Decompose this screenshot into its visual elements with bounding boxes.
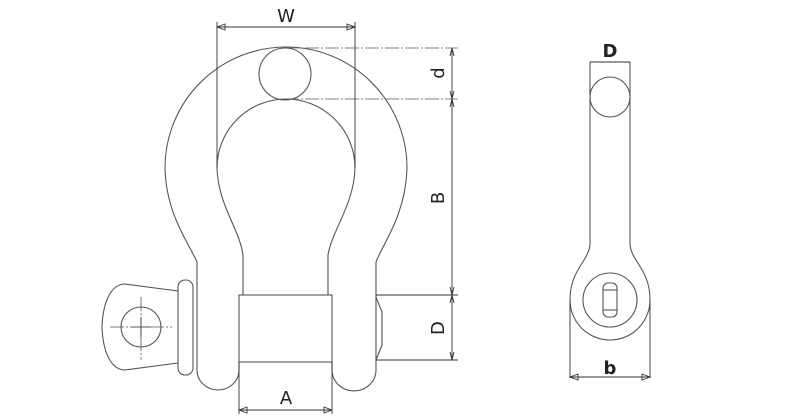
shackle-side-view <box>568 61 652 381</box>
side-bow-section <box>589 76 631 118</box>
pin-head-lug <box>101 283 179 371</box>
label-d: d <box>428 67 449 78</box>
side-body-outline <box>569 62 651 341</box>
front-dimension-lines <box>215 22 458 414</box>
bow-cross-section <box>258 47 312 101</box>
pin-head-collar <box>177 279 194 376</box>
side-pin-slot <box>602 282 618 318</box>
label-W: W <box>277 6 295 27</box>
side-eye-inner <box>582 272 638 328</box>
label-D-front: D <box>428 321 449 335</box>
label-b: b <box>604 358 617 379</box>
pin-collar <box>238 294 333 363</box>
label-A: A <box>280 388 293 409</box>
pin-nut-end <box>375 296 383 361</box>
label-D-side: D <box>603 41 618 62</box>
bow-inner-outline <box>216 98 356 295</box>
label-B: B <box>428 192 449 204</box>
shackle-front-view <box>101 46 408 392</box>
